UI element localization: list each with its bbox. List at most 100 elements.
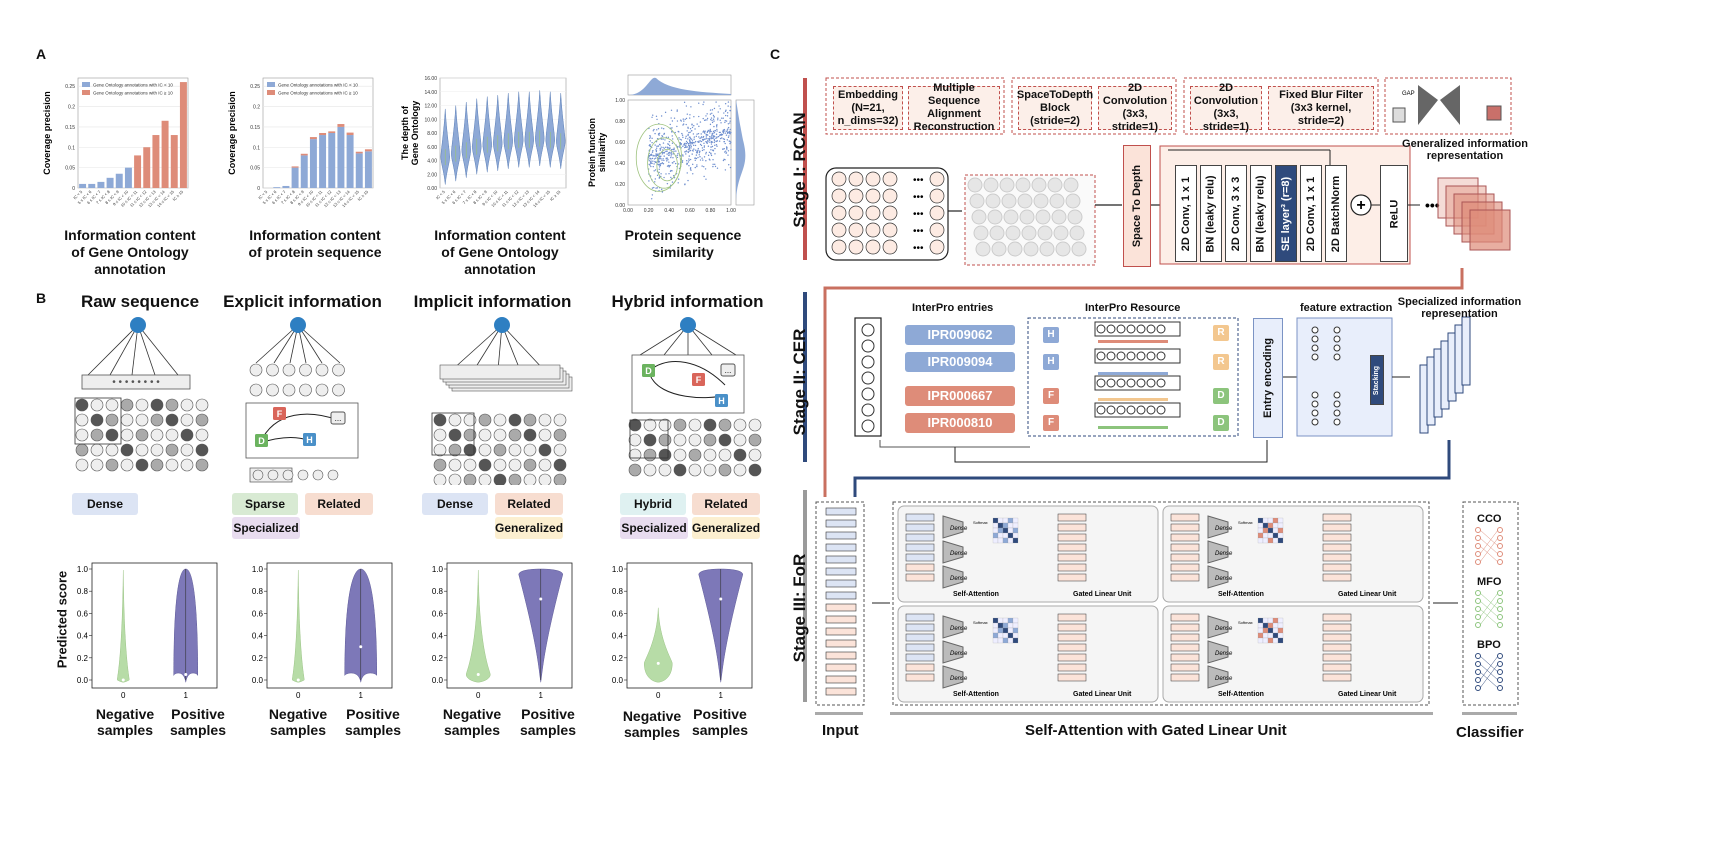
attention-cell — [1262, 532, 1269, 539]
grid-cell — [75, 428, 89, 442]
attention-cell — [1272, 517, 1279, 524]
positive-median — [539, 597, 543, 601]
violin — [472, 98, 482, 175]
entry-ipr009094: IPR009094 — [905, 352, 1015, 372]
point — [659, 164, 662, 167]
self-attention-label: Self-Attention — [953, 691, 999, 698]
point — [666, 160, 668, 162]
resource-cell — [1116, 378, 1126, 388]
grid-cell — [180, 458, 194, 472]
bar — [273, 187, 281, 188]
generalized-map — [1469, 209, 1511, 251]
point — [649, 164, 651, 166]
point — [673, 148, 675, 151]
point — [724, 121, 726, 124]
grid-cell — [105, 428, 119, 442]
point — [687, 127, 689, 129]
attention-cell — [1002, 527, 1009, 534]
point — [723, 141, 725, 143]
point — [714, 130, 717, 132]
grid-cell — [553, 428, 567, 442]
hidden-node — [332, 363, 345, 377]
point — [702, 136, 704, 139]
point — [724, 103, 727, 105]
resource-cell — [1116, 324, 1126, 334]
dense-layer — [942, 540, 964, 564]
x-tick-label: 1 — [184, 691, 189, 700]
y-tick-label: 0.20 — [615, 182, 625, 188]
feature-extraction-title: feature extraction — [1300, 302, 1393, 314]
attention-cell — [1012, 617, 1019, 624]
point — [662, 146, 664, 149]
violin — [482, 96, 492, 173]
point — [685, 135, 687, 138]
y-tick-label: 0.8 — [77, 587, 89, 596]
point — [717, 111, 719, 113]
point — [686, 113, 689, 115]
point — [657, 145, 660, 147]
hidden-node — [282, 363, 296, 377]
grid-cell — [433, 473, 447, 485]
point — [688, 147, 690, 149]
caption-line: similarity — [652, 244, 714, 260]
tag-dense: Dense — [72, 493, 138, 515]
attention-cell — [1257, 637, 1264, 644]
grid-cell — [463, 413, 477, 427]
caption-similarity: Protein sequence similarity — [593, 227, 773, 261]
point — [651, 187, 654, 189]
token — [1322, 523, 1352, 532]
point — [657, 153, 659, 156]
resource-cell — [1136, 405, 1146, 415]
point — [725, 152, 727, 154]
classifier-node — [1475, 551, 1481, 557]
line: Positive — [693, 706, 747, 722]
point — [703, 166, 705, 168]
point — [727, 128, 729, 130]
point — [727, 136, 730, 139]
attention-cell — [1012, 537, 1019, 544]
y-tick-label: 0.60 — [615, 140, 625, 146]
point — [657, 128, 660, 130]
y-tick-label: 0.25 — [65, 84, 75, 90]
caption-line: of Gene Ontology — [71, 244, 189, 260]
grid-cell — [718, 433, 732, 447]
point — [727, 105, 729, 107]
attention-cell — [1007, 522, 1014, 529]
attention-cell — [992, 617, 999, 624]
classifier-node — [1497, 551, 1503, 557]
point — [667, 154, 670, 156]
grid-cell — [135, 428, 149, 442]
token — [1057, 613, 1087, 622]
classifier-node — [1497, 677, 1503, 683]
input-token — [825, 651, 857, 660]
grid-cell — [105, 398, 119, 412]
point — [727, 101, 730, 103]
token — [1322, 573, 1352, 582]
dense-label: Dense — [1215, 626, 1233, 632]
token — [1057, 623, 1087, 632]
bar — [152, 135, 160, 188]
token — [1322, 513, 1352, 522]
grid-cell — [120, 428, 134, 442]
layer-box: 2D BatchNorm — [1325, 165, 1347, 262]
right-marginal-density — [736, 100, 746, 205]
point — [672, 157, 674, 159]
hidden-node — [249, 383, 263, 397]
concept-square-more — [330, 411, 346, 425]
head-bpo: BPO — [1477, 639, 1501, 651]
point — [711, 134, 713, 137]
attention-cell — [1012, 637, 1019, 644]
point — [711, 109, 714, 111]
attention-cell — [997, 637, 1004, 644]
edge — [501, 324, 521, 371]
input-node — [282, 469, 294, 481]
grid-cell — [195, 428, 209, 442]
point — [720, 117, 723, 119]
point — [668, 173, 670, 175]
point — [669, 123, 671, 126]
attention-cell — [1007, 517, 1014, 524]
cube-ball — [991, 241, 1007, 257]
line: samples — [443, 722, 501, 738]
classifier-node — [1475, 590, 1481, 596]
